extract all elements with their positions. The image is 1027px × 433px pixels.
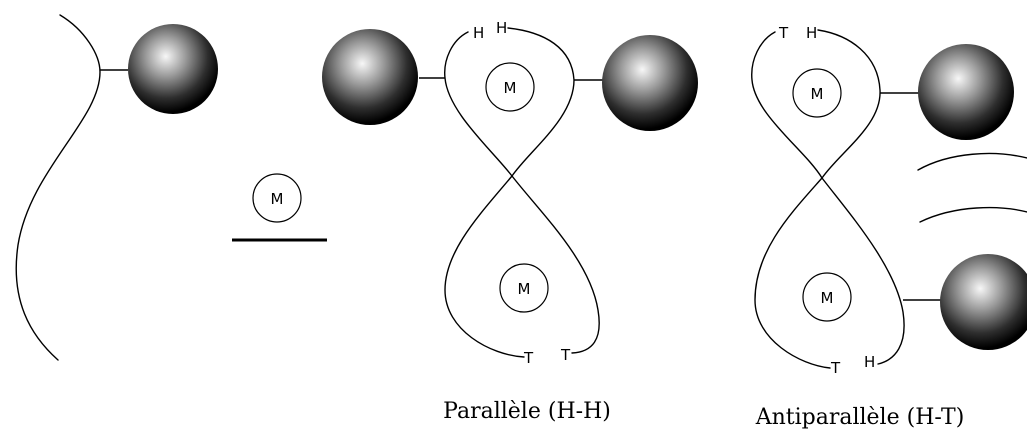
parallel-end-left-top: H — [473, 24, 484, 42]
parallel-metal-bottom-label: M — [518, 280, 531, 298]
antiparallel-end-left-top: T — [778, 24, 789, 42]
antiparallel-top-sphere — [918, 44, 1014, 140]
interaction-arc-top — [918, 154, 1027, 170]
antiparallel-caption: Antiparallèle (H-T) — [755, 405, 965, 430]
metal-label: M — [271, 190, 284, 208]
antiparallel-metal-top-label: M — [811, 85, 824, 103]
parallel-duplex: M M H H T T Parallèle (H-H) — [322, 19, 698, 424]
parallel-end-left-bottom: T — [523, 349, 534, 367]
antiparallel-end-right-bottom: H — [864, 353, 875, 371]
free-strand — [16, 15, 100, 360]
parallel-end-right-top: H — [496, 19, 507, 37]
antiparallel-end-left-bottom: T — [830, 359, 841, 377]
free-strand-group — [16, 15, 218, 360]
interaction-arc-bottom — [920, 208, 1027, 222]
parallel-caption: Parallèle (H-H) — [443, 399, 611, 424]
antiparallel-end-right-top: H — [806, 24, 817, 42]
parallel-right-sphere — [602, 35, 698, 131]
parallel-left-sphere — [322, 29, 418, 125]
antiparallel-bottom-sphere — [940, 254, 1027, 350]
parallel-metal-top-label: M — [504, 79, 517, 97]
free-metal-group: M — [232, 174, 327, 240]
parallel-end-right-bottom: T — [560, 346, 571, 364]
antiparallel-metal-bottom-label: M — [821, 289, 834, 307]
polymer-sphere — [128, 24, 218, 114]
antiparallel-duplex: M M T H T H Antiparallèle (H-T) — [752, 24, 1027, 430]
